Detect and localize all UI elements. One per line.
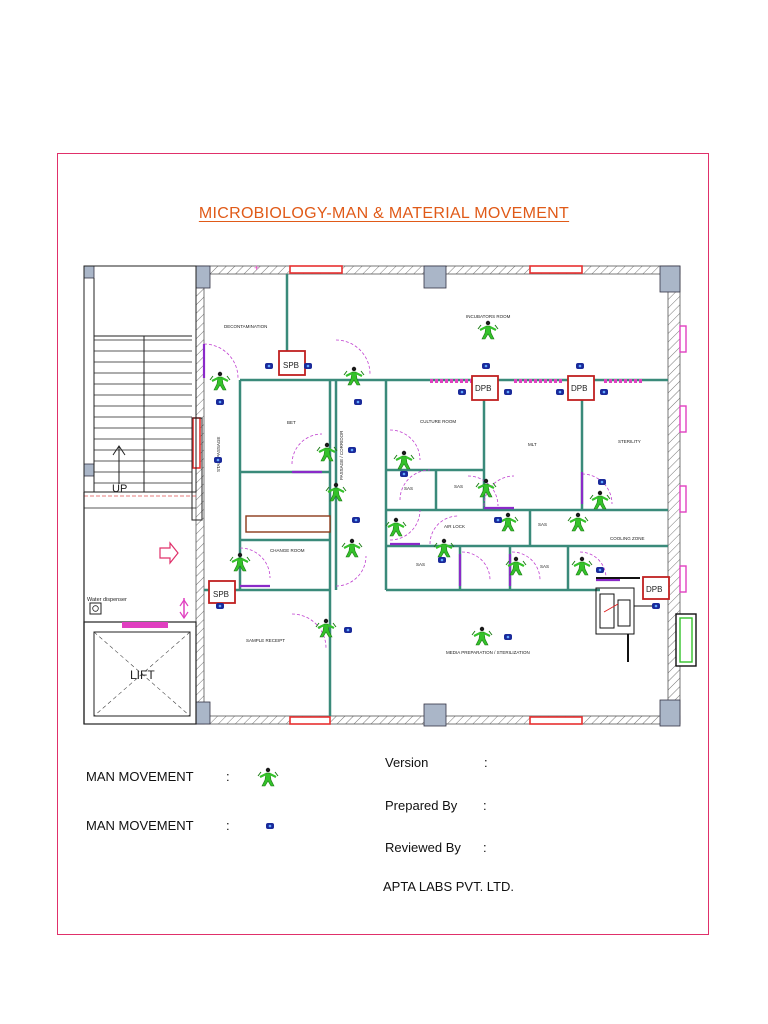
dpb-pass-box-1: DPB <box>471 375 499 401</box>
man-movement-icon <box>256 766 280 788</box>
stair-steps <box>94 339 192 484</box>
water-dispenser-icon <box>89 602 102 615</box>
room-label-stair-passage: STAIR PASSAGE <box>216 437 221 472</box>
svg-text:DPB: DPB <box>571 384 587 393</box>
column <box>195 701 211 725</box>
drawing-title: MICROBIOLOGY-MAN & MATERIAL MOVEMENT <box>198 205 570 222</box>
interior-walls <box>204 274 668 716</box>
column <box>83 265 95 279</box>
svg-text:SPB: SPB <box>213 590 229 599</box>
room-label-cooling: COOLING ZONE <box>610 536 645 541</box>
prepared-colon: : <box>483 798 487 813</box>
reviewed-colon: : <box>483 840 487 855</box>
west-wall <box>195 265 205 725</box>
stair-up-label: UP <box>112 483 127 495</box>
window <box>679 565 687 593</box>
north-marker: + <box>254 263 259 273</box>
room-label-sas-3: SAS <box>538 522 547 527</box>
dpb-pass-box-2: DPB <box>567 375 595 401</box>
room-label-change: CHANGE ROOM <box>270 548 305 553</box>
stair-wall <box>191 417 203 521</box>
water-dispenser-label: Water dispenser <box>87 597 127 603</box>
version-label: Version <box>385 755 429 770</box>
window <box>529 265 583 274</box>
spb-pass-box-2: SPB <box>208 580 236 604</box>
room-label-sample: SAMPLE RECEIPT <box>246 638 285 643</box>
room-label-sas-5: SAS <box>540 564 549 569</box>
drawing-border <box>57 153 709 935</box>
prepared-by-label: Prepared By <box>385 798 458 813</box>
column <box>423 703 447 727</box>
legend-material-label: MAN MOVEMENT <box>86 818 194 833</box>
room-label-sterility: STERILITY <box>618 439 641 444</box>
material-movement-icon <box>266 823 274 829</box>
up-arrow-head <box>112 445 126 456</box>
lift-label: LIFT <box>130 668 155 682</box>
room-label-incubators: INCUBATORS ROOM <box>466 314 511 319</box>
autoclave-equipment <box>595 577 660 662</box>
window <box>529 716 583 725</box>
room-label-culture: CULTURE ROOM <box>420 419 456 424</box>
window <box>289 265 343 274</box>
room-label-mlt: MLT <box>528 442 537 447</box>
room-label-airlock: AIR LOCK <box>444 524 465 529</box>
staircase <box>83 265 197 493</box>
column <box>659 699 681 727</box>
room-label-sas-4: SAS <box>416 562 425 567</box>
version-colon: : <box>484 755 488 770</box>
spb-pass-box-1: SPB <box>278 350 306 376</box>
column <box>423 265 447 289</box>
lift-shaft <box>83 621 197 725</box>
room-label-bet: BET <box>287 420 296 425</box>
svg-text:DPB: DPB <box>475 384 491 393</box>
dpb-pass-box-3: DPB <box>642 576 670 600</box>
bench <box>245 515 331 533</box>
window <box>679 485 687 513</box>
room-label-passage: PASSAGE / CORRIDOR <box>339 430 344 480</box>
door-swings <box>203 339 613 649</box>
legend-man-label: MAN MOVEMENT <box>86 769 194 784</box>
legend-colon: : <box>226 769 230 784</box>
door-leaves <box>202 344 620 588</box>
room-label-decontamination: DECONTAMINATION <box>224 324 267 329</box>
room-label-media: MEDIA PREPARATION / STERILIZATION <box>446 650 530 655</box>
reviewed-by-label: Reviewed By <box>385 840 461 855</box>
room-label-sas-1: SAS <box>404 486 413 491</box>
svg-text:SPB: SPB <box>283 361 299 370</box>
man-markers <box>208 319 612 647</box>
column <box>659 265 681 293</box>
room-label-sas-2: SAS <box>454 484 463 489</box>
legend-colon: : <box>226 818 230 833</box>
window <box>679 325 687 353</box>
side-unit <box>675 613 697 667</box>
window <box>679 405 687 433</box>
company-name: APTA LABS PVT. LTD. <box>383 879 515 894</box>
column <box>195 265 211 289</box>
window <box>289 716 331 725</box>
svg-text:DPB: DPB <box>646 585 662 594</box>
entry-arrow-icon <box>159 541 179 565</box>
column <box>83 463 95 477</box>
